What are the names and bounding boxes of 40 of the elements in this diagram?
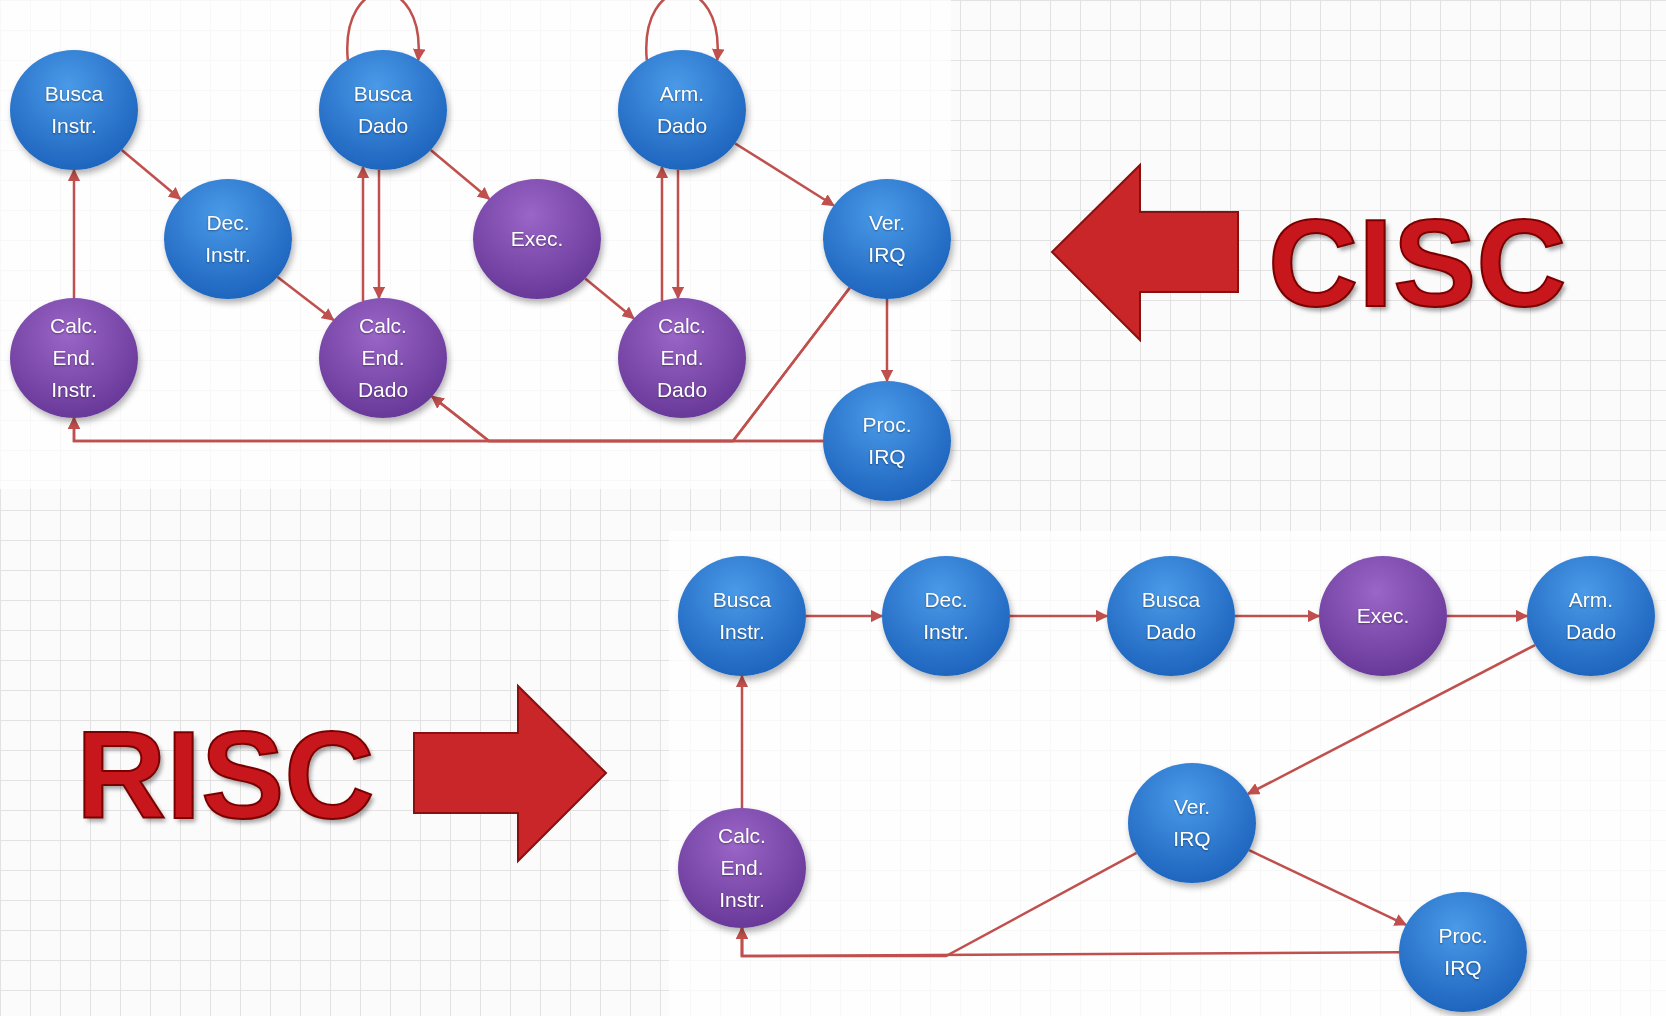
node-label: Busca Dado <box>1140 587 1202 645</box>
arrow <box>734 142 835 207</box>
node-label: Busca Instr. <box>43 81 105 139</box>
arrow <box>880 299 894 383</box>
arrow <box>584 277 635 320</box>
node-label: Dec. Instr. <box>922 587 970 645</box>
arrow <box>671 169 685 300</box>
node-label: Exec. <box>1355 603 1411 629</box>
heading-label: RISC <box>76 712 375 837</box>
arrow <box>356 165 370 301</box>
arrow <box>1447 609 1529 623</box>
arrow <box>120 149 182 200</box>
arrow <box>1010 609 1109 623</box>
arrow <box>1246 643 1536 796</box>
arrow <box>431 287 851 443</box>
node-label: Proc. IRQ <box>861 412 913 470</box>
node-label: Exec. <box>509 226 565 252</box>
node-label: Arm. Dado <box>655 81 709 139</box>
arrow <box>1235 609 1321 623</box>
node-label: Busca Dado <box>352 81 414 139</box>
arrow <box>735 926 1399 958</box>
arrow <box>346 0 425 62</box>
arrow <box>806 609 884 623</box>
arrow <box>429 149 491 200</box>
heading-label: CISC <box>1268 200 1567 325</box>
arrow <box>372 169 386 300</box>
node-label: Proc. IRQ <box>1437 923 1489 981</box>
node-label: Ver. IRQ <box>867 210 907 268</box>
node-label: Dec. Instr. <box>204 210 252 268</box>
node-label: Ver. IRQ <box>1172 794 1212 852</box>
arrow <box>67 168 81 298</box>
arrow <box>276 276 335 321</box>
node-label: Calc. End. Instr. <box>717 823 767 913</box>
arrow <box>645 0 724 62</box>
node-label: Calc. End. Instr. <box>49 313 99 403</box>
node-label: Calc. End. Dado <box>356 313 410 403</box>
arrow <box>655 165 669 301</box>
node-label: Busca Instr. <box>711 587 773 645</box>
node-label: Calc. End. Dado <box>655 313 709 403</box>
node-label: Arm. Dado <box>1564 587 1618 645</box>
